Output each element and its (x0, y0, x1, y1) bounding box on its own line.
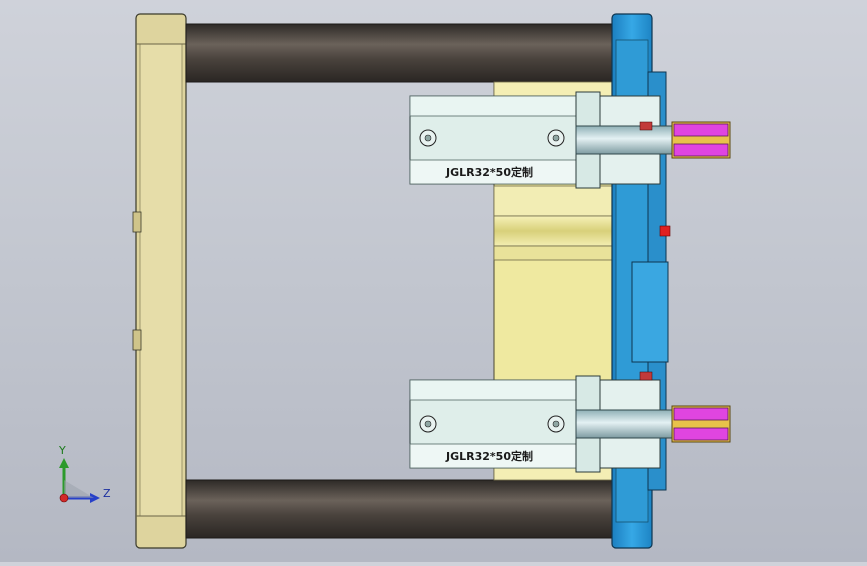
cylinder-top: JGLR32*50定制 (409, 91, 731, 189)
z-axis-label: Z (103, 487, 111, 500)
z-axis-arrow-icon (90, 493, 100, 503)
cylinder-bottom: JGLR32*50定制 (409, 371, 731, 473)
axis-triad: Y Z (58, 444, 111, 503)
x-axis-dot-icon (59, 493, 69, 503)
y-axis-arrow-icon (59, 458, 69, 468)
guide-rod-top (185, 23, 617, 83)
y-axis-label: Y (58, 444, 66, 457)
left-plate (132, 13, 187, 549)
cylinder-top-label: JGLR32*50定制 (445, 165, 533, 179)
guide-rod-bottom (185, 479, 617, 539)
cylinder-bottom-label: JGLR32*50定制 (445, 449, 533, 463)
